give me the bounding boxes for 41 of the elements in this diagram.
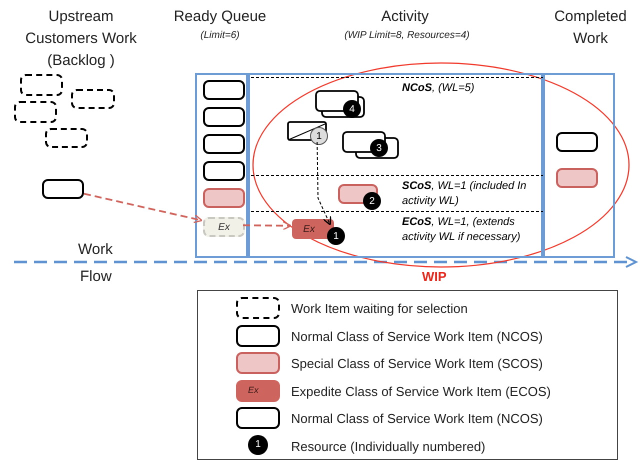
legend-label: Special Class of Service Work Item (SCOS) (291, 355, 543, 373)
legend-swatch: Ex (236, 380, 280, 402)
legend-label: Resource (Individually numbered) (291, 438, 486, 456)
work-item-card (203, 107, 245, 127)
legend-label: Expedite Class of Service Work Item (ECOS) (291, 382, 551, 401)
work-item-card (556, 132, 598, 152)
flow-label: Work (78, 240, 113, 260)
column-heading: Upstream Customers Work (Backlog ) (24, 7, 138, 71)
expedite-card: Ex (292, 219, 334, 239)
special-work-item-card (556, 168, 598, 188)
lane-label: ECoS, WL=1, (extends activity WL if necessary) (402, 215, 522, 245)
legend-swatch: 1 (248, 434, 268, 454)
arrow (84, 192, 203, 224)
column-subheading: (Limit=6) (199, 29, 241, 43)
waiting-work-item (20, 74, 63, 96)
column-box (248, 73, 543, 258)
arrow (243, 221, 292, 230)
legend-label: Work Item waiting for selection (291, 300, 468, 318)
waiting-expedite-card: Ex (203, 217, 245, 237)
wip-label: WIP (422, 268, 447, 286)
column-box (195, 73, 248, 258)
swimlane (251, 175, 544, 211)
work-item-card (203, 134, 245, 154)
lane-label: SCoS, WL=1 (included In activity WL) (402, 179, 528, 209)
column-heading: Activity (380, 7, 430, 27)
flow-label: Flow (80, 267, 112, 287)
waiting-work-item (45, 128, 88, 148)
column-heading: Ready Queue (172, 7, 268, 27)
waiting-work-item (71, 89, 115, 109)
waiting-work-item (14, 101, 57, 123)
work-item-card (42, 179, 84, 199)
work-item-card (203, 80, 245, 100)
column-box (543, 73, 615, 258)
legend-label: Normal Class of Service Work Item (NCOS) (291, 328, 543, 346)
work-item-card (203, 161, 245, 181)
lane-label: NCoS, (WL=5) (402, 81, 476, 96)
column-subheading: (WIP Limit=8, Resources=4) (343, 29, 471, 43)
legend-label: Normal Class of Service Work Item (NCOS) (291, 410, 543, 428)
column-heading: Completed Work (553, 7, 628, 49)
special-work-item-card (203, 188, 245, 208)
arrow (316, 142, 332, 226)
